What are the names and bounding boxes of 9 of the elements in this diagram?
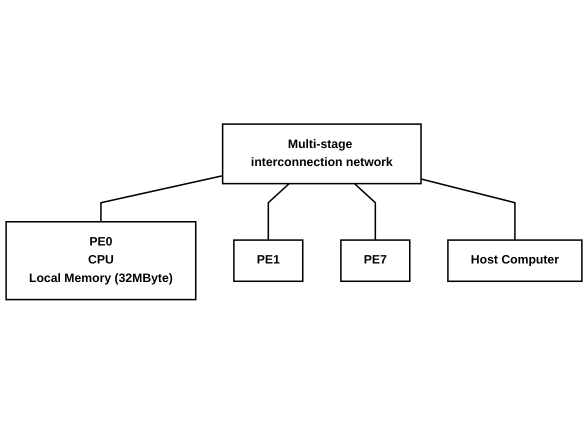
node-box: PE7	[340, 238, 411, 282]
connector	[268, 182, 290, 240]
connector	[420, 178, 516, 240]
node-box: PE0 CPU Local Memory (32MByte)	[5, 220, 196, 300]
node-box: PE1	[233, 238, 304, 282]
connector	[354, 182, 376, 240]
connector	[100, 174, 223, 222]
node-box: Host Computer	[447, 238, 583, 282]
node-box: Multi-stage interconnection network	[222, 122, 422, 184]
